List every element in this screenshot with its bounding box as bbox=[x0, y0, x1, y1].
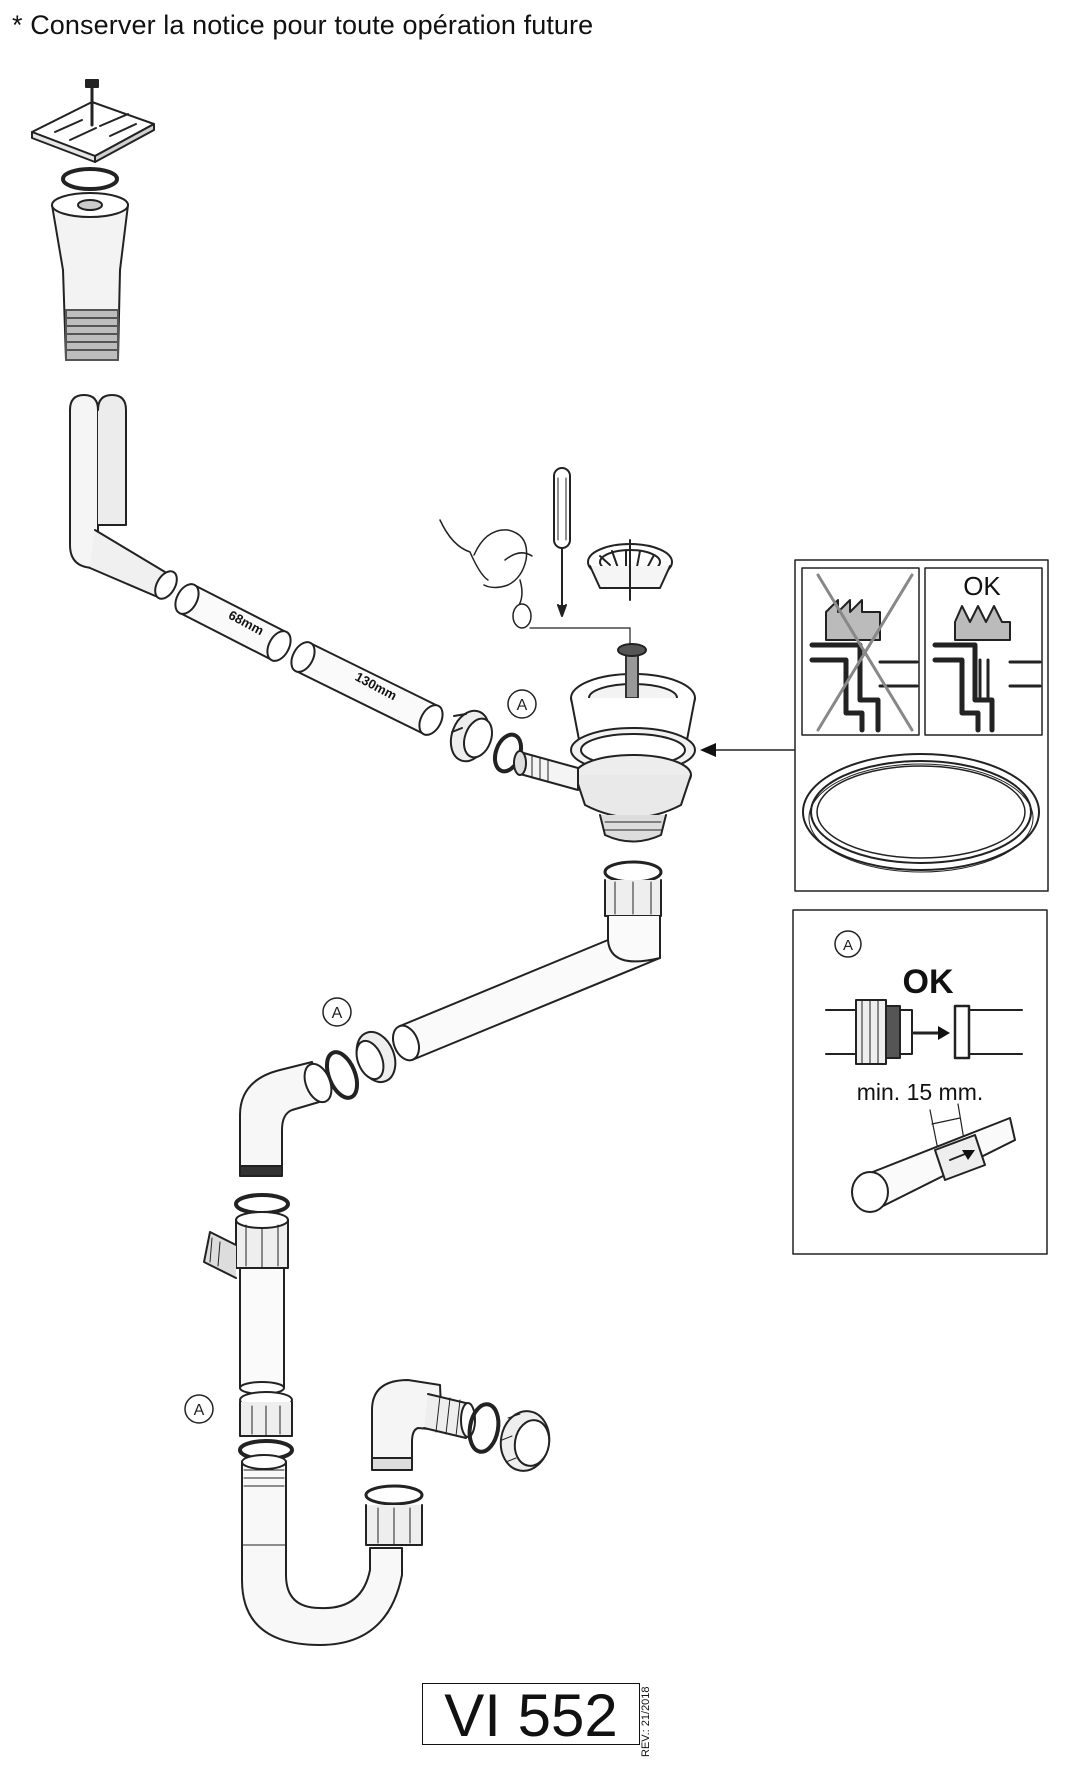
nut-and-pipe-detail bbox=[825, 999, 1023, 1065]
callout-a-middle: A bbox=[322, 997, 352, 1027]
upper-elbow bbox=[239, 1061, 333, 1177]
outlet-nut bbox=[499, 1410, 551, 1472]
model-label-box: VI 552 bbox=[422, 1682, 640, 1749]
connection-ok-label: OK bbox=[903, 963, 954, 1001]
svg-text:A: A bbox=[194, 1402, 205, 1419]
tee-fitting bbox=[203, 1211, 289, 1279]
svg-text:A: A bbox=[517, 697, 528, 714]
model-number: VI 552 bbox=[444, 1682, 618, 1749]
gasket-correct-orientation: OK bbox=[932, 571, 1042, 733]
callout-a-top: A bbox=[507, 689, 537, 719]
trap-riser-nut bbox=[364, 1484, 424, 1546]
instruction-note: * Conserver la notice pour toute opérati… bbox=[12, 10, 594, 40]
overflow-union-nut bbox=[449, 709, 494, 763]
drain-elbow-pipe bbox=[391, 915, 661, 1062]
gasket-pointer-arrow bbox=[700, 743, 716, 757]
strainer-basket bbox=[587, 539, 673, 601]
gasket-wrong-orientation bbox=[809, 573, 919, 733]
vertical-pipe bbox=[239, 1267, 285, 1395]
pipe-insertion-detail bbox=[851, 1103, 1016, 1213]
inset-gasket-panel: OK bbox=[794, 559, 1049, 892]
gasket-ring-illustration bbox=[802, 753, 1040, 873]
extension-pipe-short: 68mm bbox=[174, 583, 292, 662]
overflow-o-ring bbox=[61, 167, 119, 191]
extension-pipe-long: 130mm bbox=[290, 641, 444, 736]
hand-illustration bbox=[439, 519, 533, 629]
overflow-body bbox=[51, 192, 129, 361]
middle-union-nut bbox=[355, 1030, 397, 1084]
svg-text:A: A bbox=[332, 1005, 343, 1022]
overflow-elbow bbox=[69, 394, 178, 600]
drain-top-nut bbox=[603, 860, 663, 917]
screwdriver bbox=[553, 467, 571, 617]
connection-marker: A bbox=[843, 937, 853, 954]
u-trap bbox=[241, 1454, 403, 1646]
tee-top-washer bbox=[234, 1193, 290, 1215]
strainer-body bbox=[513, 643, 696, 843]
gasket-ok-label: OK bbox=[963, 571, 1001, 601]
overflow-cover-plate bbox=[31, 79, 155, 163]
inset-connection-panel: A OK min. 15 mm. bbox=[792, 909, 1048, 1255]
outlet-washer bbox=[467, 1402, 501, 1454]
min-length-label: min. 15 mm. bbox=[857, 1079, 984, 1105]
lower-union-nut bbox=[239, 1391, 293, 1437]
callout-a-bottom: A bbox=[184, 1394, 214, 1424]
revision-label: REV.: 21/2018 bbox=[640, 1686, 652, 1757]
outlet-elbow bbox=[371, 1379, 476, 1471]
